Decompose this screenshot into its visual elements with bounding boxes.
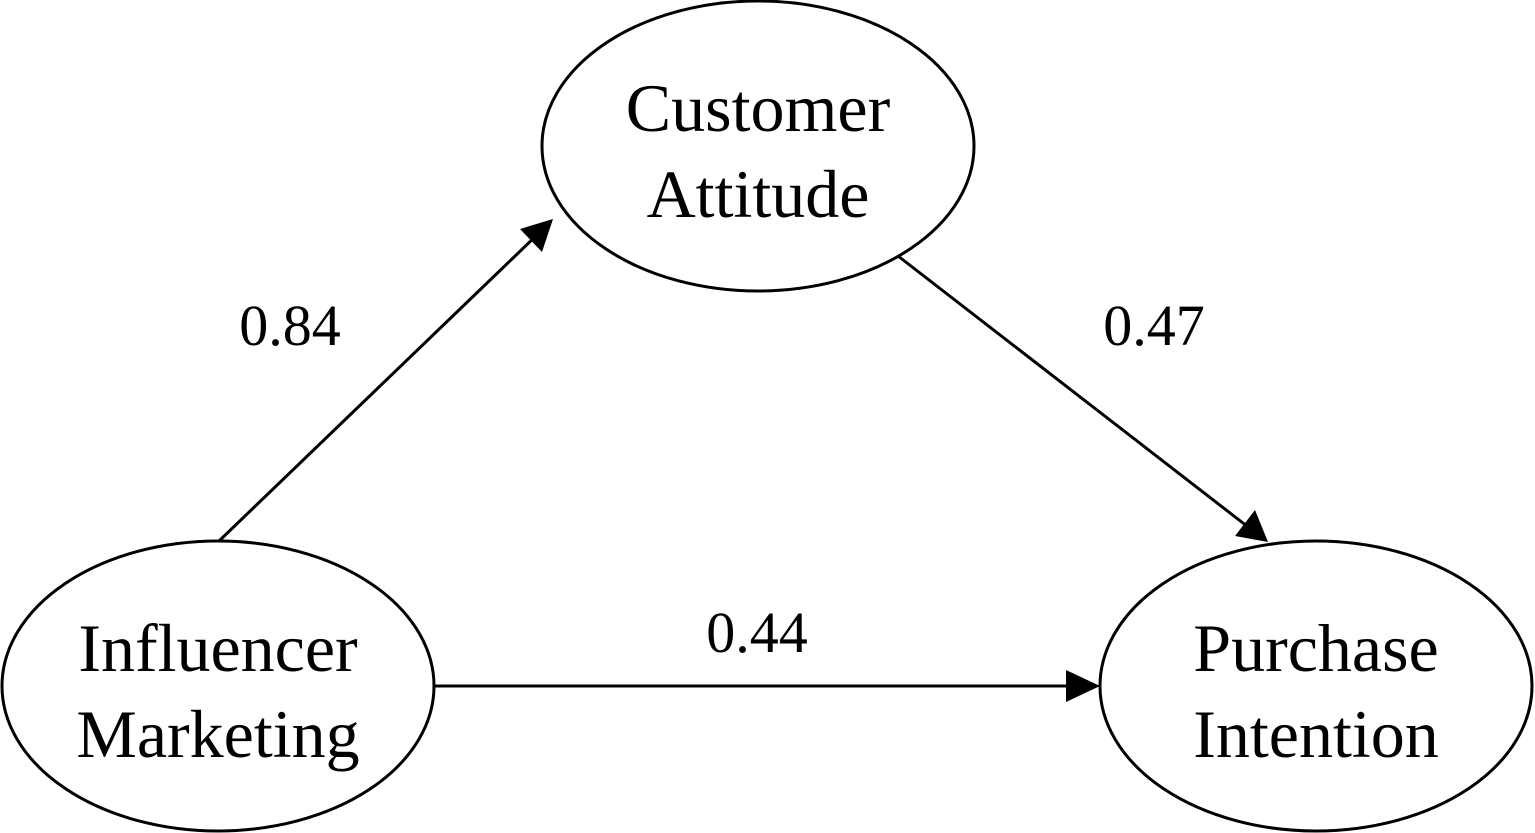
node-customer-attitude-ellipse bbox=[540, 0, 976, 293]
edge-attitude-to-purchase-arrowhead bbox=[1235, 510, 1268, 542]
node-customer-attitude: Customer Attitude bbox=[540, 0, 976, 293]
node-influencer-marketing: Influencer Marketing bbox=[0, 539, 436, 833]
edge-influencer-to-attitude-label: 0.84 bbox=[239, 293, 341, 358]
edge-attitude-to-purchase: 0.47 bbox=[897, 254, 1268, 542]
edge-attitude-to-purchase-line bbox=[897, 254, 1253, 532]
node-purchase-intention: Purchase Intention bbox=[1098, 539, 1534, 833]
node-purchase-intention-ellipse bbox=[1098, 539, 1534, 833]
edge-influencer-to-attitude-line bbox=[216, 231, 541, 544]
node-purchase-intention-line1: Purchase bbox=[1193, 610, 1438, 686]
node-customer-attitude-line1: Customer bbox=[626, 70, 891, 146]
node-purchase-intention-line2: Intention bbox=[1193, 696, 1439, 772]
node-influencer-marketing-line2: Marketing bbox=[76, 696, 359, 772]
edge-attitude-to-purchase-label: 0.47 bbox=[1103, 293, 1205, 358]
edge-influencer-to-attitude-arrowhead bbox=[520, 219, 553, 252]
node-influencer-marketing-ellipse bbox=[0, 539, 436, 833]
edge-influencer-to-purchase-arrowhead bbox=[1066, 670, 1100, 702]
edge-influencer-to-attitude: 0.84 bbox=[216, 219, 553, 544]
edge-influencer-to-purchase-label: 0.44 bbox=[706, 600, 808, 665]
node-influencer-marketing-line1: Influencer bbox=[78, 610, 358, 686]
edge-influencer-to-purchase: 0.44 bbox=[435, 600, 1100, 702]
node-customer-attitude-line2: Attitude bbox=[647, 156, 870, 232]
